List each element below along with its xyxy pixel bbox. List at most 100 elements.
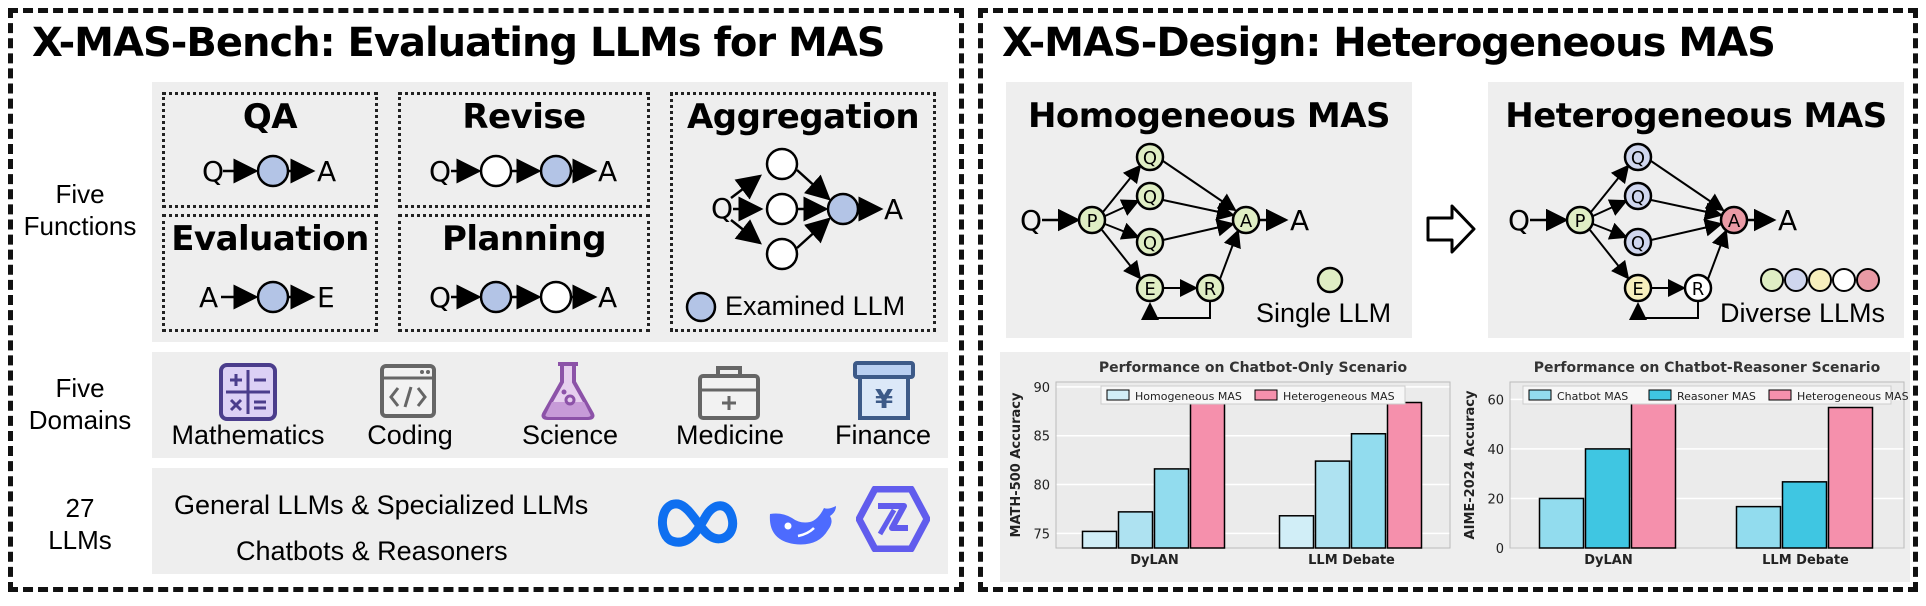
homogeneous-mas-title: Homogeneous MAS xyxy=(1027,96,1391,136)
svg-text:E: E xyxy=(1632,279,1643,300)
svg-text:Q: Q xyxy=(1143,233,1157,254)
legend-label: Heterogeneous MAS xyxy=(1797,390,1908,403)
examined-llm-node xyxy=(256,154,290,188)
examined-llm-node xyxy=(539,154,573,188)
y-tick-label: 0 xyxy=(1496,542,1504,557)
x-tick-label: DyLAN xyxy=(1130,553,1179,568)
svg-text:E: E xyxy=(317,281,335,314)
examined-llm-legend: Examined LLM xyxy=(725,291,906,321)
bar xyxy=(1278,515,1315,549)
heterogeneous-mas-title: Heterogeneous MAS xyxy=(1505,96,1887,136)
legend-swatch xyxy=(1106,389,1130,401)
function-aggregation-title: Aggregation xyxy=(686,97,920,137)
examined-llm-node xyxy=(826,192,860,226)
bar xyxy=(1827,406,1874,549)
code-window-icon xyxy=(380,364,436,418)
examined-llm-node xyxy=(256,280,290,314)
domains-label: Five Domains xyxy=(28,373,132,435)
bar xyxy=(1314,460,1351,549)
function-revise: Revise Q A xyxy=(398,92,650,208)
svg-text:P: P xyxy=(1575,211,1586,232)
bar xyxy=(1117,511,1154,549)
qa-flow: Q A xyxy=(202,154,336,188)
functions-label: Five Functions xyxy=(23,179,137,241)
llm-types-line1: General LLMs & Specialized LLMs xyxy=(174,490,589,520)
y-axis-label: MATH-500 Accuracy xyxy=(1009,392,1024,537)
domain-science: Science xyxy=(521,420,619,450)
legend-swatch xyxy=(1768,389,1792,401)
svg-text:Q: Q xyxy=(1631,233,1645,254)
plot-frame xyxy=(1055,381,1451,549)
aggregation-flow: Q A xyxy=(711,147,903,271)
planning-flow: Q A xyxy=(429,280,617,314)
function-revise-title: Revise xyxy=(462,97,586,137)
function-aggregation: Aggregation Q A Examined LLM xyxy=(670,92,936,332)
qwen-logo-icon xyxy=(856,486,930,552)
bar xyxy=(1781,481,1828,549)
chart-title: Performance on Chatbot-Only Scenario xyxy=(1099,360,1408,376)
function-evaluation-title: Evaluation xyxy=(171,219,369,259)
legend-swatch xyxy=(1528,389,1552,401)
diverse-llm-legend-nodes xyxy=(1760,268,1880,292)
svg-text:A: A xyxy=(1240,211,1253,232)
svg-text:A: A xyxy=(199,281,218,314)
legend-swatch xyxy=(1254,389,1278,401)
deepseek-whale-icon xyxy=(769,506,836,545)
left-panel-border xyxy=(8,8,964,592)
y-tick-label: 85 xyxy=(1033,430,1050,445)
svg-text:A: A xyxy=(598,281,617,314)
svg-text:R: R xyxy=(1692,279,1705,300)
domain-medicine: Medicine xyxy=(675,420,785,450)
x-tick-label: LLM Debate xyxy=(1762,553,1849,568)
function-planning-title: Planning xyxy=(441,219,607,259)
chart-title: Performance on Chatbot-Reasoner Scenario xyxy=(1534,360,1881,376)
svg-text:Q: Q xyxy=(429,281,451,314)
left-panel-title: X-MAS-Bench: Evaluating LLMs for MAS xyxy=(32,20,886,66)
bar xyxy=(1386,401,1423,549)
x-tick-label: LLM Debate xyxy=(1308,553,1395,568)
revise-flow: Q A xyxy=(429,154,617,188)
svg-text:Q: Q xyxy=(1143,187,1157,208)
svg-text:A: A xyxy=(1290,204,1309,237)
legend-box xyxy=(1100,385,1406,405)
diverse-llms-legend: Diverse LLMs xyxy=(1720,298,1886,328)
legend-label: Reasoner MAS xyxy=(1677,390,1756,403)
homogeneous-mas-box: Homogeneous MAS Q P Q Q Q E R A A Single… xyxy=(1006,82,1412,338)
y-tick-label: 75 xyxy=(1033,527,1050,542)
single-llm-legend: Single LLM xyxy=(1256,298,1392,328)
domain-coding: Coding xyxy=(367,420,453,450)
svg-text:Q: Q xyxy=(1631,148,1645,169)
bar xyxy=(1538,497,1585,549)
domain-mathematics: Mathematics xyxy=(171,420,325,450)
legend-box xyxy=(1522,385,1892,405)
domain-finance: Finance xyxy=(834,420,932,450)
bar xyxy=(1081,530,1118,549)
meta-logo-icon xyxy=(658,499,738,547)
yuan-box-icon: ¥ xyxy=(853,361,915,420)
calculator-icon xyxy=(219,363,277,421)
function-qa: QA Q A xyxy=(162,92,378,208)
x-tick-label: DyLAN xyxy=(1584,553,1633,568)
svg-text:Q: Q xyxy=(1508,204,1530,237)
svg-text:Q: Q xyxy=(429,155,451,188)
svg-text:¥: ¥ xyxy=(875,385,893,415)
legend-label: Heterogeneous MAS xyxy=(1283,390,1395,403)
svg-text:Q: Q xyxy=(1631,187,1645,208)
svg-text:Q: Q xyxy=(1020,204,1042,237)
svg-text:A: A xyxy=(598,155,617,188)
transition-arrow-icon xyxy=(1426,204,1476,254)
svg-text:E: E xyxy=(1144,279,1155,300)
function-planning: Planning Q A xyxy=(398,214,650,332)
bar xyxy=(1350,433,1387,549)
heterogeneous-mas-box: Heterogeneous MAS Q P Q Q Q E R A A xyxy=(1488,82,1904,338)
plot-frame xyxy=(1509,381,1905,549)
svg-text:P: P xyxy=(1087,211,1098,232)
svg-text:R: R xyxy=(1204,279,1217,300)
legend-label: Chatbot MAS xyxy=(1557,390,1628,403)
svg-text:Q: Q xyxy=(202,155,224,188)
evaluation-flow: A E xyxy=(199,280,335,314)
function-evaluation: Evaluation A E xyxy=(162,214,378,332)
examined-llm-legend-icon xyxy=(685,291,717,323)
